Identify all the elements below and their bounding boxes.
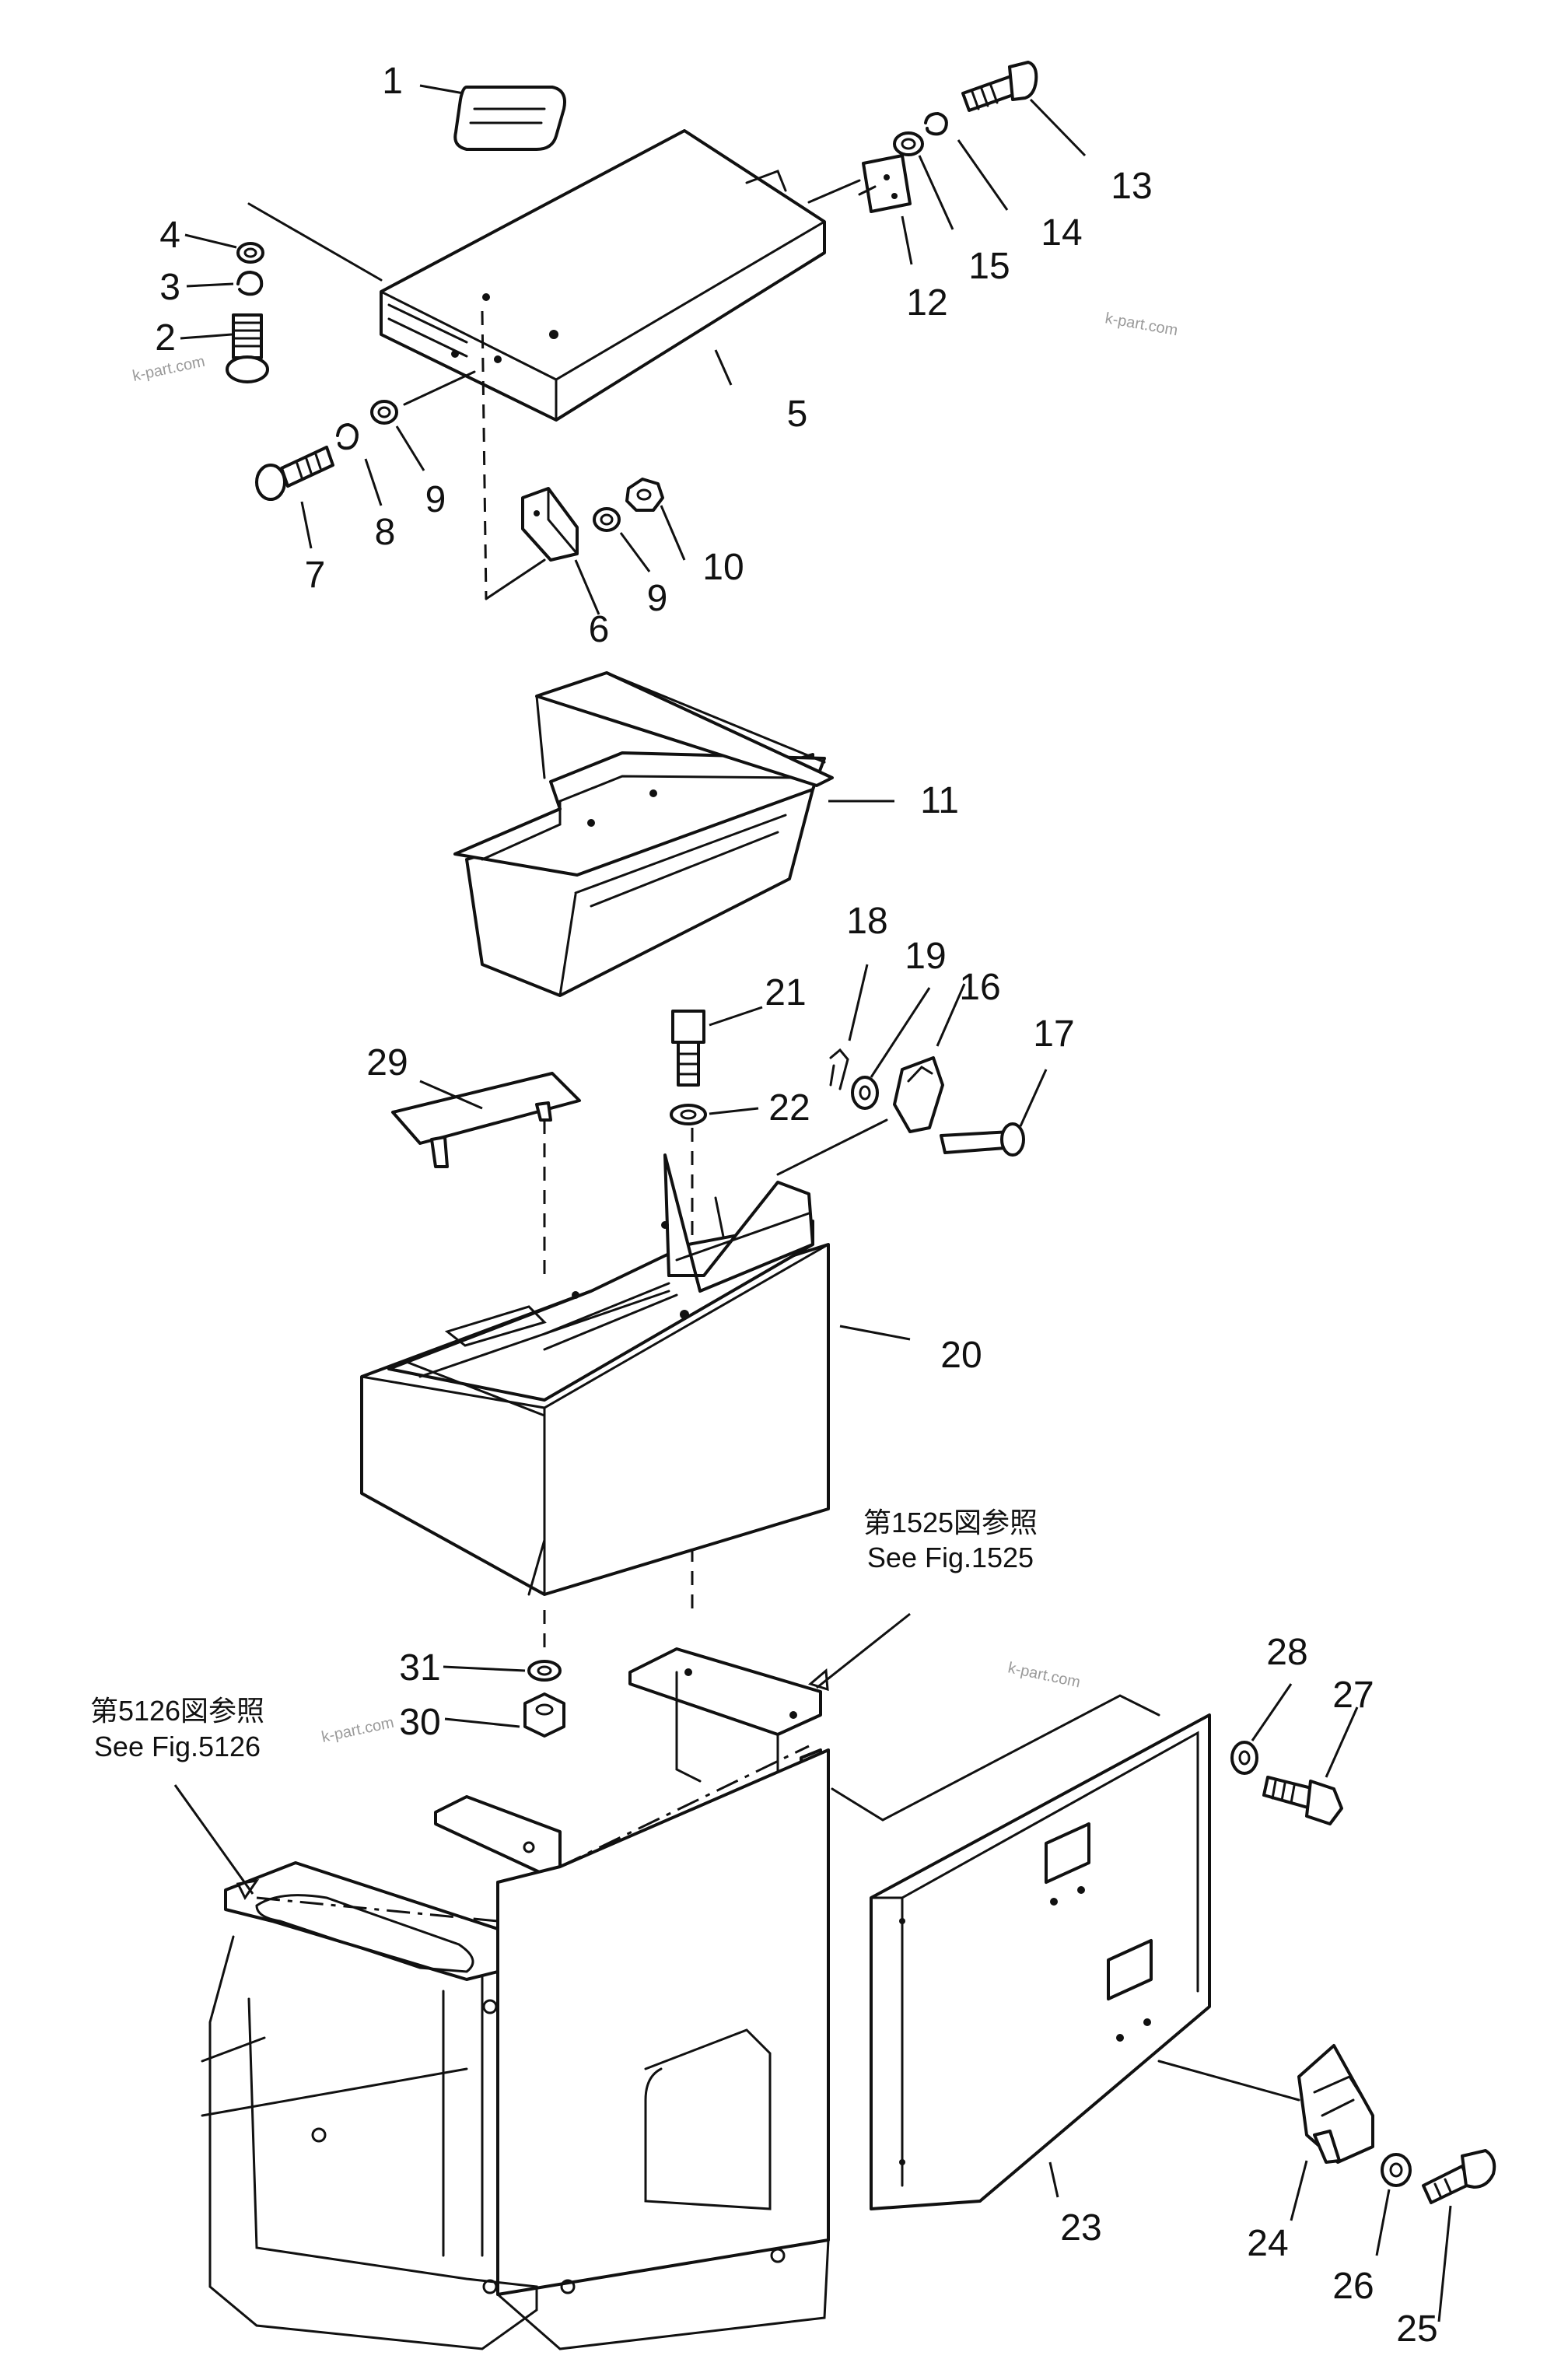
callout-5: 5 (787, 394, 808, 435)
callout-22: 22 (768, 1087, 810, 1129)
callout-2: 2 (155, 317, 176, 359)
part-27-bolt (1262, 1776, 1343, 1825)
callout-17: 17 (1033, 1013, 1074, 1055)
part-19-washer (851, 1076, 879, 1110)
callout-9a: 9 (425, 479, 446, 520)
callout-25: 25 (1396, 2308, 1437, 2350)
part-29-cover-plate (391, 1072, 581, 1168)
fig-1525-ref-jp: 第1525図参照 (863, 1507, 1038, 1538)
part-1-handle-pad (453, 86, 566, 151)
part-17-pin (940, 1122, 1025, 1157)
callout-14: 14 (1041, 212, 1082, 254)
callout-19: 19 (905, 936, 946, 977)
part-9-washer-b (593, 507, 621, 532)
callout-16: 16 (959, 967, 1000, 1008)
part-11-tray (453, 671, 834, 997)
callout-27: 27 (1332, 1675, 1374, 1716)
part-31-washer (527, 1660, 562, 1682)
part-28-washer (1230, 1741, 1258, 1775)
fig-5126-ref-en: See Fig.5126 (94, 1731, 261, 1762)
callout-30: 30 (399, 1702, 440, 1743)
part-30-nut (523, 1692, 565, 1738)
callout-23: 23 (1060, 2207, 1101, 2249)
callout-20: 20 (940, 1335, 982, 1376)
watermark-2: k-part.com (1104, 310, 1179, 339)
lid-left-leader-line (247, 202, 383, 282)
part-26-washer (1381, 2153, 1412, 2187)
part-4-washer (236, 242, 264, 264)
callout-1: 1 (382, 61, 403, 102)
part-12-hinge-plate (858, 154, 912, 213)
callout-6: 6 (589, 609, 610, 650)
callout-7: 7 (305, 555, 326, 596)
part-6-bracket-plate (521, 487, 579, 562)
fig-1525-ref-en: See Fig.1525 (867, 1542, 1034, 1573)
latch-leader-line (776, 1118, 888, 1176)
part-5-lid (380, 129, 826, 600)
callout-15: 15 (968, 246, 1010, 287)
part-7-bolt (255, 446, 334, 501)
callout-21: 21 (765, 972, 806, 1013)
callout-12: 12 (906, 282, 947, 324)
part-9-washer-a (370, 400, 398, 425)
part-23-panel (870, 1713, 1211, 2210)
part-3-lock-washer (236, 271, 264, 296)
callout-9b: 9 (647, 578, 668, 619)
callout-leaders (173, 84, 1452, 2322)
hinge-leader-line (807, 179, 861, 204)
part-8-lock-washer (336, 423, 359, 450)
bolt-7-leader-line (403, 370, 476, 406)
callout-29: 29 (366, 1042, 408, 1083)
callout-26: 26 (1332, 2266, 1374, 2307)
callout-8: 8 (375, 512, 396, 553)
part-18-pin (829, 1048, 849, 1090)
callout-10: 10 (702, 547, 744, 588)
callout-28: 28 (1266, 1632, 1307, 1673)
part-24-latch-bracket (1297, 2044, 1374, 2164)
bracket-6-leader-line (485, 558, 546, 600)
part-10-nut (625, 478, 664, 512)
part-16-latch (893, 1056, 944, 1133)
part-21-bolt (671, 1010, 705, 1087)
part-25-bolt (1422, 2149, 1496, 2204)
fig-5126-ref-jp: 第5126図参照 (90, 1695, 264, 1727)
callout-11: 11 (920, 780, 959, 821)
panel-top-leader-line (831, 1694, 1160, 1822)
callout-18: 18 (846, 901, 887, 942)
frame-assembly (201, 1745, 830, 2350)
callout-4: 4 (159, 215, 180, 256)
part-2-bolt (226, 313, 269, 383)
callout-13: 13 (1111, 166, 1152, 207)
part-22-washer (670, 1104, 707, 1125)
part-20-box (360, 1153, 830, 1596)
callout-labels: 1 2 3 4 5 6 7 8 9 9 10 11 12 13 14 15 16… (155, 61, 1437, 2350)
watermark-4: k-part.com (320, 1714, 395, 1746)
latch-24-leader-line (1157, 2060, 1300, 2102)
part-15-washer (893, 131, 924, 156)
reference-notes: 第1525図参照 See Fig.1525 第5126図参照 See Fig.5… (90, 1507, 1038, 1762)
callout-24: 24 (1247, 2223, 1288, 2264)
part-14-lock-washer (924, 112, 948, 136)
part-13-bolt (961, 61, 1038, 112)
callout-3: 3 (159, 267, 180, 308)
callout-31: 31 (399, 1647, 440, 1689)
watermark-3: k-part.com (1006, 1659, 1082, 1691)
